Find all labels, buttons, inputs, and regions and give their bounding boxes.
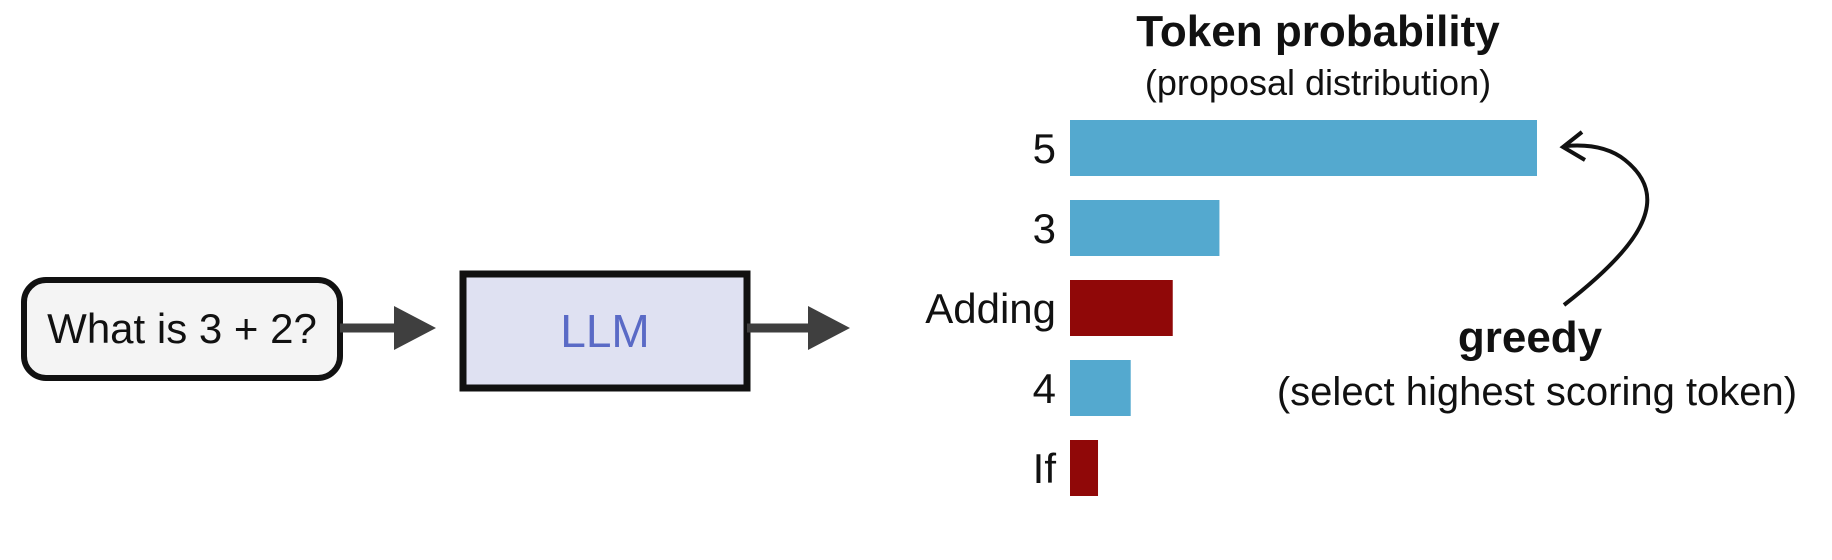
llm-box — [459, 270, 751, 392]
llm-to-distribution-arrow — [747, 306, 850, 350]
distribution-title: Token probability — [1136, 7, 1500, 56]
llm-label: LLM — [560, 305, 649, 357]
bar-4 — [1070, 360, 1131, 416]
annotation-title: greedy — [1458, 313, 1603, 362]
annotation-subtitle: (select highest scoring token) — [1277, 370, 1797, 414]
bar-3 — [1070, 200, 1220, 256]
distribution-subtitle: (proposal distribution) — [1145, 62, 1491, 103]
bar-adding — [1070, 280, 1173, 336]
token-label-if: If — [1033, 445, 1057, 492]
token-label-3: 3 — [1033, 205, 1056, 252]
greedy-arrow — [1559, 130, 1650, 307]
llm-block: LLM — [459, 270, 751, 392]
bar-if — [1070, 440, 1099, 496]
token-label-5: 5 — [1033, 125, 1056, 172]
token-label-adding: Adding — [925, 285, 1056, 332]
input-to-llm-arrow — [340, 306, 436, 350]
token-label-4: 4 — [1033, 365, 1056, 412]
input-prompt: What is 3 + 2? — [21, 277, 343, 381]
bar-5 — [1070, 120, 1537, 176]
input-text: What is 3 + 2? — [47, 305, 317, 352]
